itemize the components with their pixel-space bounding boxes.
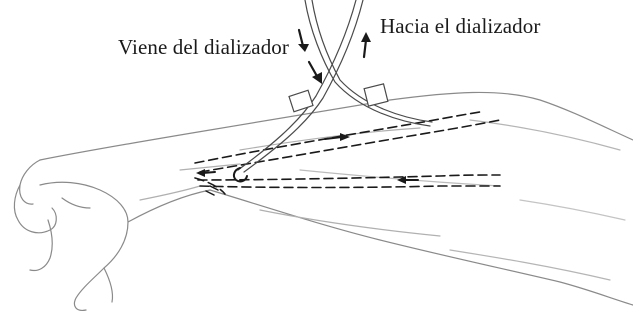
arrow-down-icon bbox=[312, 72, 322, 84]
tape-arterial bbox=[364, 84, 388, 106]
needle-tapes bbox=[289, 84, 388, 112]
forearm-sketch bbox=[14, 92, 633, 310]
arrow-left-icon bbox=[196, 169, 205, 177]
artery-lower-2 bbox=[200, 186, 500, 188]
arrow-down-icon bbox=[298, 44, 309, 52]
artery-lower-1 bbox=[198, 175, 500, 180]
arrow-up-icon bbox=[361, 32, 371, 42]
tape-venous bbox=[289, 90, 313, 111]
